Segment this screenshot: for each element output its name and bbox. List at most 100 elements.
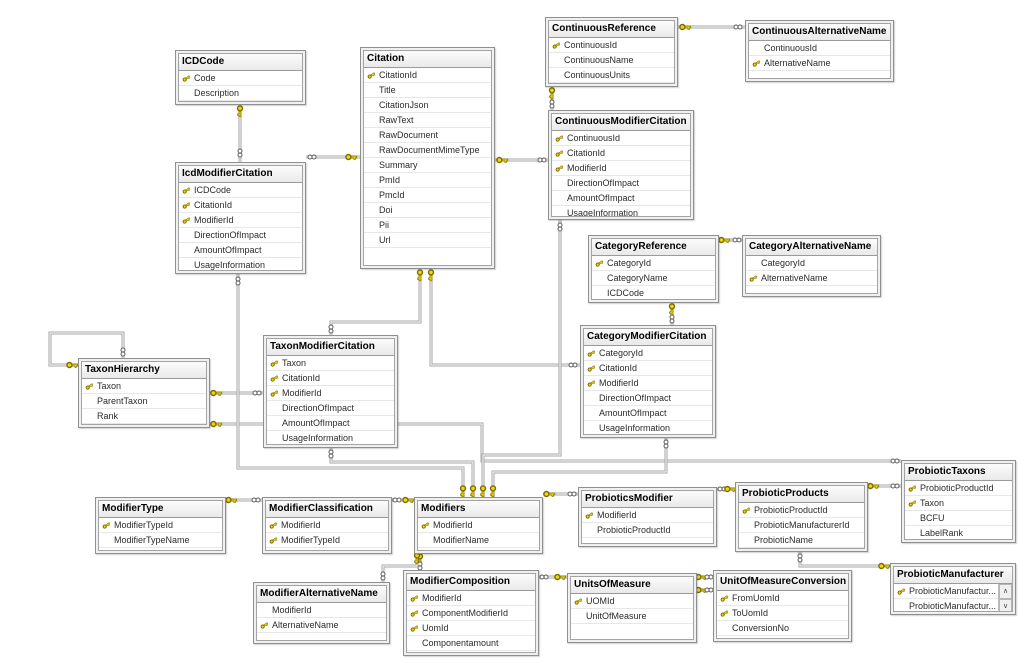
table-taxon-modifier-citation[interactable]: TaxonModifierCitation Taxon CitationId M…	[263, 335, 398, 448]
field-row-conversion-no[interactable]: ConversionNo	[717, 621, 848, 636]
field-row-citation-id[interactable]: CitationId	[364, 68, 491, 83]
field-row-citation-id[interactable]: CitationId	[267, 371, 394, 386]
relationship-connector-continuousreference-continuousalternativename[interactable]	[678, 23, 745, 31]
relationship-connector-icdmodifiercitation-citation[interactable]	[306, 153, 360, 161]
relationship-connector-categoryreference-categorymodifiercitation[interactable]	[668, 303, 676, 325]
field-row-alternative-name[interactable]: AlternativeName	[257, 618, 386, 633]
relationship-connector-categoryreference-categoryalternativename[interactable]	[718, 236, 742, 244]
field-row-uom-id[interactable]: UomId	[407, 621, 535, 636]
table-continuous-modifier-citation[interactable]: ContinuousModifierCitation ContinuousId …	[548, 110, 694, 220]
relationship-connector-modifiers-probioticsmodifier[interactable]	[543, 490, 578, 498]
chevron-up-icon[interactable]: ∧	[999, 584, 1012, 599]
field-row-usage-information[interactable]: UsageInformation	[179, 258, 302, 270]
field-row-component-modifier-id[interactable]: ComponentModifierId	[407, 606, 535, 621]
field-row-raw-text[interactable]: RawText	[364, 113, 491, 128]
field-row-amount-of-impact[interactable]: AmountOfImpact	[179, 243, 302, 258]
field-row-probiotic-manufacturer-id[interactable]: ProbioticManufacturerId	[739, 518, 864, 533]
relationship-connector-continuousmodifiercitation-modifiers[interactable]	[479, 220, 563, 498]
relationship-connector-continuousreference-continuousmodifiercitation[interactable]	[548, 87, 556, 110]
relationship-connector-categorymodifiercitation-modifiers[interactable]	[489, 438, 669, 498]
field-row-icdcode[interactable]: ICDCode	[179, 183, 302, 198]
relationship-connector-citation-taxonmodifiercitation[interactable]	[328, 269, 424, 335]
field-row-citation-json[interactable]: CitationJson	[364, 98, 491, 113]
field-row-modifier-id[interactable]: ModifierId	[267, 386, 394, 401]
relationship-connector-taxonmodifiercitation-modifiers[interactable]	[328, 448, 477, 498]
field-row-parent-taxon[interactable]: ParentTaxon	[82, 394, 206, 409]
field-row-doi[interactable]: Doi	[364, 203, 491, 218]
field-row-continuous-id[interactable]: ContinuousId	[552, 131, 690, 146]
field-row-usage-information[interactable]: UsageInformation	[552, 206, 690, 216]
field-row-direction-of-impact[interactable]: DirectionOfImpact	[179, 228, 302, 243]
field-row-direction-of-impact[interactable]: DirectionOfImpact	[267, 401, 394, 416]
field-row-code[interactable]: Code	[179, 71, 302, 86]
field-row-alternative-name[interactable]: AlternativeName	[746, 271, 877, 286]
table-modifier-composition[interactable]: ModifierComposition ModifierId Component…	[403, 570, 539, 656]
relationship-connector-citation-continuousmodifiercitation[interactable]	[495, 156, 548, 164]
field-row-continuous-id[interactable]: ContinuousId	[749, 41, 890, 56]
field-row-taxon[interactable]: Taxon	[82, 379, 206, 394]
field-row-modifier-id[interactable]: ModifierId	[266, 518, 388, 533]
table-modifier-classification[interactable]: ModifierClassification ModifierId Modifi…	[262, 497, 392, 554]
field-row-summary[interactable]: Summary	[364, 158, 491, 173]
field-row-probiotic-product-id[interactable]: ProbioticProductId	[905, 481, 1012, 496]
field-row-amount-of-impact[interactable]: AmountOfImpact	[552, 191, 690, 206]
field-row-continuous-name[interactable]: ContinuousName	[549, 53, 674, 68]
field-row-category-id[interactable]: CategoryId	[584, 346, 712, 361]
field-row-probiotic-name[interactable]: ProbioticName	[739, 533, 864, 548]
field-row-category-id[interactable]: CategoryId	[746, 256, 877, 271]
field-row-raw-document[interactable]: RawDocument	[364, 128, 491, 143]
field-row-taxon[interactable]: Taxon	[267, 356, 394, 371]
field-row-url[interactable]: Url	[364, 233, 491, 248]
field-row-citation-id[interactable]: CitationId	[584, 361, 712, 376]
field-row-modifier-id[interactable]: ModifierId	[582, 508, 713, 523]
chevron-down-icon[interactable]: ∨	[999, 599, 1012, 611]
field-row-modifier-type-name[interactable]: ModifierTypeName	[99, 533, 222, 548]
relationship-connector-modifiertype-modifierclassification[interactable]	[225, 496, 262, 504]
field-row-citation-id[interactable]: CitationId	[552, 146, 690, 161]
field-row-icdcode[interactable]: ICDCode	[592, 286, 715, 299]
field-row-taxon[interactable]: Taxon	[905, 496, 1012, 511]
relationship-connector-citation-categorymodifiercitation[interactable]	[427, 269, 581, 368]
field-row-pii[interactable]: Pii	[364, 218, 491, 233]
field-row-amount-of-impact[interactable]: AmountOfImpact	[267, 416, 394, 431]
field-row-modifier-type-id[interactable]: ModifierTypeId	[99, 518, 222, 533]
field-row-usage-information[interactable]: UsageInformation	[267, 431, 394, 444]
field-row-pmc-id[interactable]: PmcId	[364, 188, 491, 203]
relationship-connector-modifiers-modifieralternativename[interactable]	[380, 552, 421, 582]
field-row-modifier-id[interactable]: ModifierId	[257, 603, 386, 618]
field-row-citation-id[interactable]: CitationId	[179, 198, 302, 213]
field-row-usage-information[interactable]: UsageInformation	[584, 421, 712, 434]
relationship-connector-modifiercomposition-unitsofmeasure[interactable]	[539, 573, 567, 581]
field-row-modifier-id[interactable]: ModifierId	[584, 376, 712, 391]
table-unit-of-measure-conversion[interactable]: UnitOfMeasureConversion FromUomId ToUomI…	[713, 570, 852, 642]
field-row-componentamount[interactable]: Componentamount	[407, 636, 535, 651]
field-row-direction-of-impact[interactable]: DirectionOfImpact	[584, 391, 712, 406]
field-row-unit-of-measure[interactable]: UnitOfMeasure	[571, 609, 693, 624]
relationship-connector-taxonhierarchy-self[interactable]	[48, 331, 126, 369]
field-row-to-uom-id[interactable]: ToUomId	[717, 606, 848, 621]
field-row-modifier-id[interactable]: ModifierId	[179, 213, 302, 228]
field-row-modifier-type-id[interactable]: ModifierTypeId	[266, 533, 388, 548]
field-row-category-id[interactable]: CategoryId	[592, 256, 715, 271]
field-row-description[interactable]: Description	[179, 86, 302, 101]
field-row-probiotic-manufactur-[interactable]: ProbioticManufactur...	[894, 584, 998, 599]
relationship-connector-probioticproducts-probioticmanufacturer[interactable]	[797, 552, 891, 570]
field-row-from-uom-id[interactable]: FromUomId	[717, 591, 848, 606]
field-row-probiotic-manufactur-[interactable]: ProbioticManufactur...	[894, 599, 998, 611]
field-row-uomid[interactable]: UOMId	[571, 594, 693, 609]
relationship-connector-probioticsmodifier-probioticproducts[interactable]	[717, 485, 737, 493]
field-row-direction-of-impact[interactable]: DirectionOfImpact	[552, 176, 690, 191]
field-row-modifier-id[interactable]: ModifierId	[552, 161, 690, 176]
field-row-category-name[interactable]: CategoryName	[592, 271, 715, 286]
field-row-pm-id[interactable]: PmId	[364, 173, 491, 188]
relationship-connector-modifierclassification-modifiers[interactable]	[392, 496, 415, 504]
field-row-title[interactable]: Title	[364, 83, 491, 98]
